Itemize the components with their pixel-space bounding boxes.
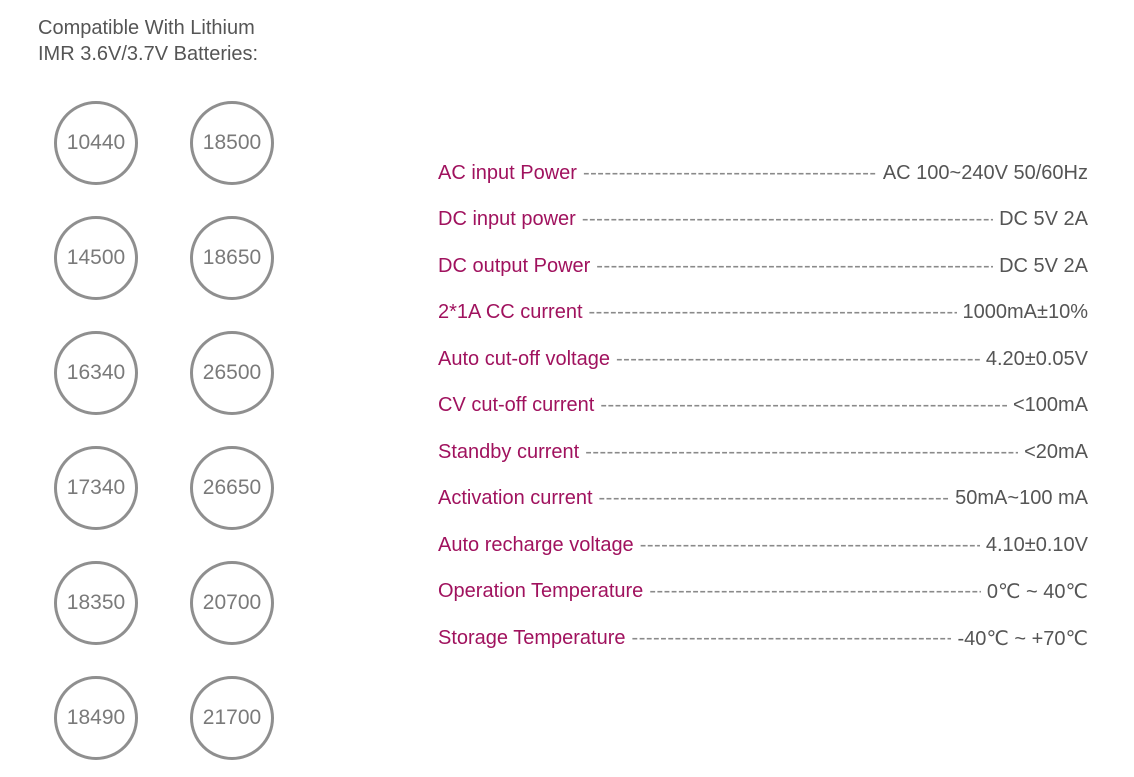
spec-value: AC 100~240V 50/60Hz — [882, 161, 1088, 184]
battery-badge: 18490 — [54, 676, 138, 760]
spec-label: 2*1A CC current — [438, 301, 583, 324]
spec-label: Auto cut-off voltage — [438, 347, 610, 370]
battery-badge: 18500 — [190, 101, 274, 185]
battery-grid: 10440 18500 14500 18650 16340 26500 1734… — [0, 0, 300, 777]
battery-badge: 16340 — [54, 331, 138, 415]
battery-badge: 18350 — [54, 561, 138, 645]
dash-leader — [585, 441, 1018, 464]
spec-label: DC output Power — [438, 254, 591, 277]
spec-row: Operation Temperature 0℃ ~ 40℃ — [438, 569, 1088, 616]
spec-value: 0℃ ~ 40℃ — [986, 581, 1088, 604]
spec-value: 50mA~100 mA — [955, 487, 1088, 510]
spec-row: Auto recharge voltage 4.10±0.10V — [438, 522, 1088, 569]
spec-row: CV cut-off current <100mA — [438, 383, 1088, 430]
spec-label: AC input Power — [438, 161, 577, 184]
spec-row: 2*1A CC current 1000mA±10% — [438, 290, 1088, 337]
battery-badge: 26500 — [190, 331, 274, 415]
spec-row: Storage Temperature -40℃ ~ +70℃ — [438, 615, 1088, 662]
spec-value: 4.20±0.05V — [985, 347, 1088, 370]
spec-label: CV cut-off current — [438, 394, 595, 417]
spec-value: 4.10±0.10V — [985, 533, 1088, 556]
heading-line-2: IMR 3.6V/3.7V Batteries: — [38, 43, 259, 65]
battery-badge: 18650 — [190, 216, 274, 300]
spec-row: DC input power DC 5V 2A — [438, 197, 1088, 244]
spec-row: AC input Power AC 100~240V 50/60Hz — [438, 150, 1088, 197]
dash-leader — [632, 627, 952, 650]
battery-badge: 20700 — [190, 561, 274, 645]
spec-label: Standby current — [438, 440, 580, 463]
dash-leader — [583, 162, 877, 185]
spec-row: DC output Power DC 5V 2A — [438, 243, 1088, 290]
spec-value: <20mA — [1024, 440, 1088, 463]
dash-leader — [600, 394, 1007, 417]
spec-value: DC 5V 2A — [999, 208, 1088, 231]
battery-badge: 14500 — [54, 216, 138, 300]
dash-leader — [599, 487, 950, 510]
battery-badge: 21700 — [190, 676, 274, 760]
heading-line-1: Compatible With Lithium — [38, 17, 255, 39]
dash-leader — [616, 348, 980, 371]
battery-badge: 26650 — [190, 446, 274, 530]
spec-label: Operation Temperature — [438, 580, 644, 603]
dash-leader — [640, 534, 980, 557]
battery-badge: 17340 — [54, 446, 138, 530]
spec-row: Standby current <20mA — [438, 429, 1088, 476]
spec-row: Auto cut-off voltage 4.20±0.05V — [438, 336, 1088, 383]
spec-list: AC input Power AC 100~240V 50/60Hz DC in… — [438, 150, 1088, 662]
spec-value: 1000mA±10% — [962, 301, 1089, 324]
battery-badge: 10440 — [54, 101, 138, 185]
dash-leader — [596, 255, 993, 278]
spec-row: Activation current 50mA~100 mA — [438, 476, 1088, 523]
spec-label: DC input power — [438, 208, 576, 231]
spec-label: Activation current — [438, 487, 593, 510]
spec-label: Auto recharge voltage — [438, 533, 634, 556]
spec-value: DC 5V 2A — [999, 254, 1088, 277]
dash-leader — [649, 580, 981, 603]
spec-label: Storage Temperature — [438, 626, 626, 649]
dash-leader — [582, 208, 993, 231]
dash-leader — [589, 301, 957, 324]
spec-value: -40℃ ~ +70℃ — [957, 627, 1088, 650]
spec-value: <100mA — [1012, 394, 1088, 417]
compatibility-heading: Compatible With Lithium IMR 3.6V/3.7V Ba… — [38, 15, 258, 67]
